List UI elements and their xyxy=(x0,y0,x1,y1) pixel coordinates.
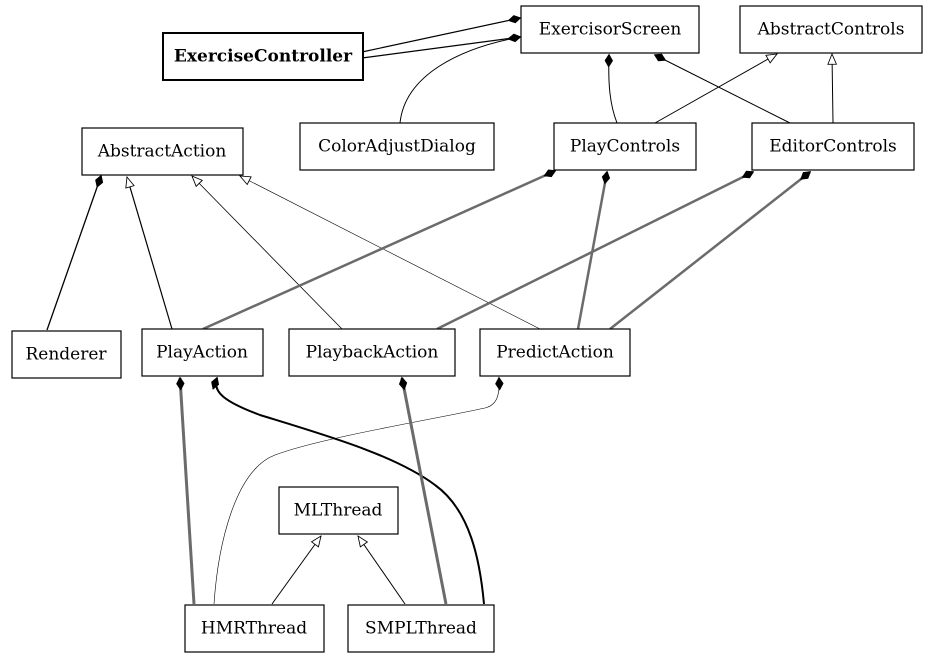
edge-hmrthread-predictaction xyxy=(213,376,504,605)
playback-action-label: PlaybackAction xyxy=(306,343,439,363)
node-play-controls[interactable]: PlayControls xyxy=(553,122,697,171)
node-predict-action[interactable]: PredictAction xyxy=(479,328,631,377)
node-abstract-action[interactable]: AbstractAction xyxy=(81,127,244,176)
node-playback-action[interactable]: PlaybackAction xyxy=(288,328,456,377)
smpl-thread-label: SMPLThread xyxy=(365,619,477,639)
node-editor-controls[interactable]: EditorControls xyxy=(751,122,915,171)
predict-action-label: PredictAction xyxy=(496,343,614,363)
edge-editorcontrols-exercisorscreen xyxy=(653,53,791,124)
abstract-action-label: AbstractAction xyxy=(97,142,227,162)
node-smpl-thread[interactable]: SMPLThread xyxy=(347,604,495,653)
node-ml-thread[interactable]: MLThread xyxy=(278,486,399,535)
node-hmr-thread[interactable]: HMRThread xyxy=(184,604,325,653)
node-color-adjust-dialog[interactable]: ColorAdjustDialog xyxy=(299,122,495,171)
editor-controls-label: EditorControls xyxy=(769,137,896,157)
exercise-controller-label: ExerciseController xyxy=(174,47,353,67)
edge-hmrthread-mlthread xyxy=(271,536,321,605)
edge-predictaction-editorcontrols xyxy=(609,171,812,330)
edge-smplthread-playbackaction xyxy=(398,376,448,605)
exercisor-screen-label: ExercisorScreen xyxy=(539,20,682,40)
edge-exercisecontroller-exercisorscreen-2 xyxy=(361,33,522,59)
edge-playaction-playcontrols xyxy=(202,169,557,331)
edge-predictaction-playcontrols xyxy=(576,170,611,330)
renderer-label: Renderer xyxy=(25,345,107,365)
edge-smplthread-mlthread xyxy=(358,536,406,605)
play-controls-label: PlayControls xyxy=(570,137,680,157)
node-exercisor-screen[interactable]: ExercisorScreen xyxy=(520,5,700,54)
edge-renderer-abstractaction xyxy=(46,174,104,331)
edge-playcontrols-abstractcontrols xyxy=(654,54,777,124)
abstract-controls-label: AbstractControls xyxy=(757,20,905,40)
edge-playcontrols-exercisorscreen xyxy=(604,53,618,124)
node-renderer[interactable]: Renderer xyxy=(11,330,122,379)
edges xyxy=(46,15,833,605)
color-adjust-dialog-label: ColorAdjustDialog xyxy=(318,137,476,157)
edge-playbackaction-abstractaction xyxy=(192,176,343,330)
edge-hmrthread-playaction xyxy=(176,376,196,605)
edge-coloradjustdialog-exercisorscreen xyxy=(399,33,522,124)
edge-playaction-abstractaction xyxy=(127,177,173,330)
edge-editorcontrols-abstractcontrols xyxy=(832,54,833,124)
node-play-action[interactable]: PlayAction xyxy=(141,328,264,377)
edge-exercisecontroller-exercisorscreen-1 xyxy=(361,15,522,53)
node-exercise-controller[interactable]: ExerciseController xyxy=(162,32,364,81)
edge-smplthread-playaction xyxy=(211,376,485,605)
edge-playbackaction-editorcontrols xyxy=(436,170,755,331)
play-action-label: PlayAction xyxy=(156,343,248,363)
node-abstract-controls[interactable]: AbstractControls xyxy=(739,5,923,54)
hmr-thread-label: HMRThread xyxy=(201,619,307,639)
ml-thread-label: MLThread xyxy=(294,501,383,521)
